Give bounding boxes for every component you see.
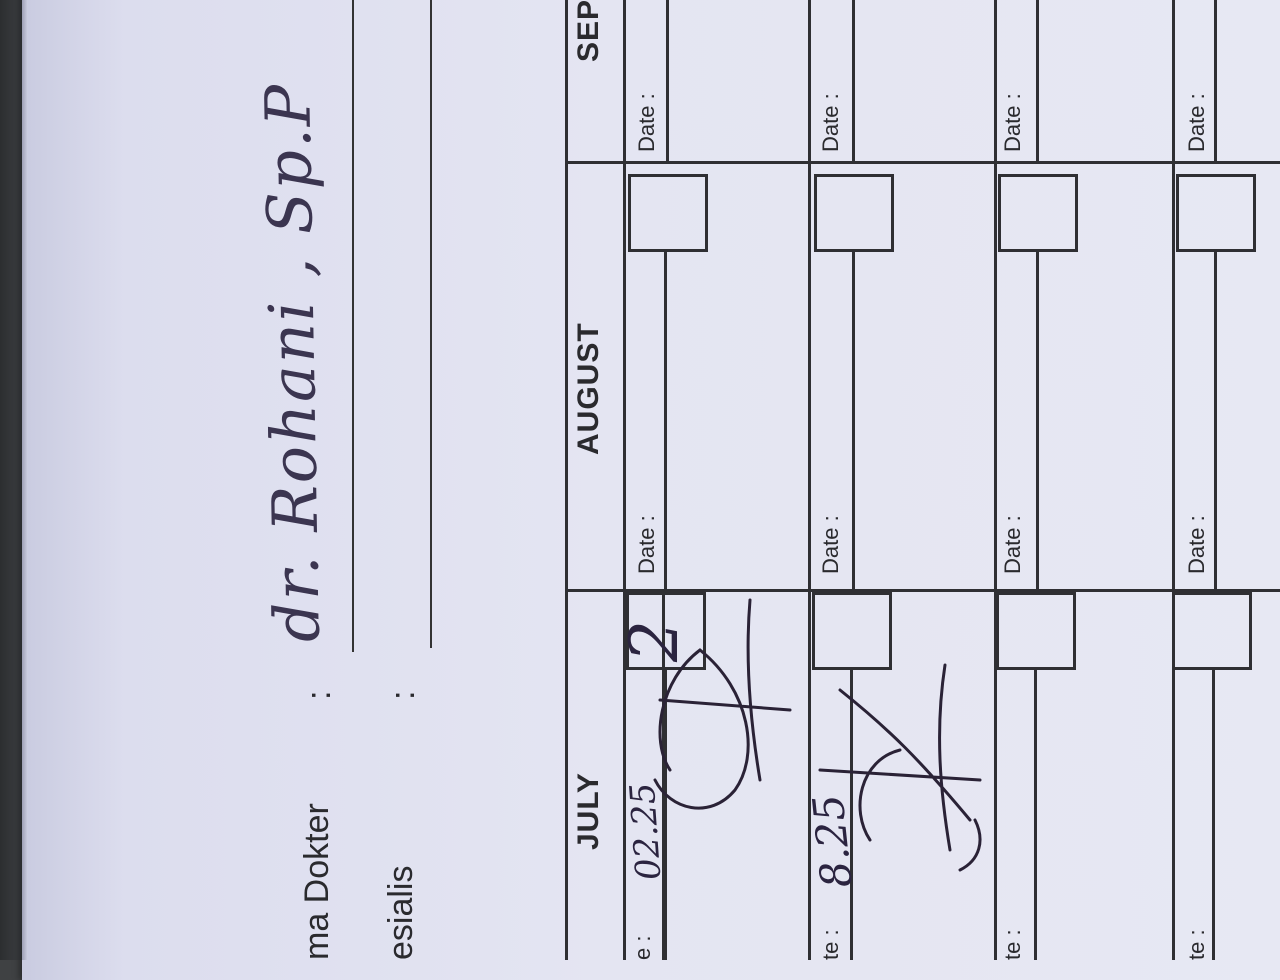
- checkbox-august-1[interactable]: [628, 174, 708, 252]
- paper-edge: [22, 0, 28, 960]
- date-label: te :: [1184, 929, 1209, 960]
- row-line: [852, 252, 855, 592]
- date-label: Date :: [1000, 515, 1025, 574]
- row-line: [1034, 670, 1037, 960]
- checkbox-august-2[interactable]: [814, 174, 894, 252]
- signature-july-2: [818, 663, 982, 872]
- row-separator: [1172, 0, 1175, 960]
- row-line: [1214, 0, 1217, 164]
- checkbox-august-3[interactable]: [998, 174, 1078, 252]
- row-line: [664, 252, 667, 592]
- date-label: e :: [630, 935, 655, 960]
- month-header-july: JULY: [572, 772, 605, 850]
- date-label: Date :: [1184, 515, 1209, 574]
- checkbox-july-3[interactable]: [996, 592, 1076, 670]
- specialist-colon: :: [384, 690, 422, 700]
- date-label: Date :: [634, 515, 659, 574]
- specialist-line: [430, 0, 432, 648]
- form-page: ma Dokter : esialis : dr. Rohani , Sp.P …: [251, 0, 1280, 960]
- month-header-sep: SEP: [572, 0, 605, 62]
- row-line: [666, 0, 669, 164]
- checkbox-august-4[interactable]: [1176, 174, 1256, 252]
- row-line: [1212, 670, 1215, 960]
- date-label: te :: [818, 929, 843, 960]
- doctor-name-label: ma Dokter: [298, 803, 336, 960]
- row-line: [1214, 252, 1217, 592]
- signature-july-1: [653, 598, 792, 810]
- table-top-border: [565, 0, 568, 960]
- checkbox-july-4[interactable]: [1172, 592, 1252, 670]
- row-line: [1036, 252, 1039, 592]
- date-label: Date :: [1184, 93, 1209, 152]
- specialist-label: esialis: [382, 865, 420, 960]
- row-line: [852, 0, 855, 164]
- doctor-name-line: [352, 0, 354, 652]
- doctor-name-colon: :: [300, 690, 338, 700]
- date-label: te :: [1000, 929, 1025, 960]
- date-label: Date :: [634, 93, 659, 152]
- date-label: Date :: [818, 93, 843, 152]
- date-label: Date :: [1000, 93, 1025, 152]
- date-label: Date :: [818, 515, 843, 574]
- doctor-name-handwritten: dr. Rohani , Sp.P: [251, 82, 334, 643]
- month-header-august: AUGUST: [572, 322, 605, 455]
- row-line: [1036, 0, 1039, 164]
